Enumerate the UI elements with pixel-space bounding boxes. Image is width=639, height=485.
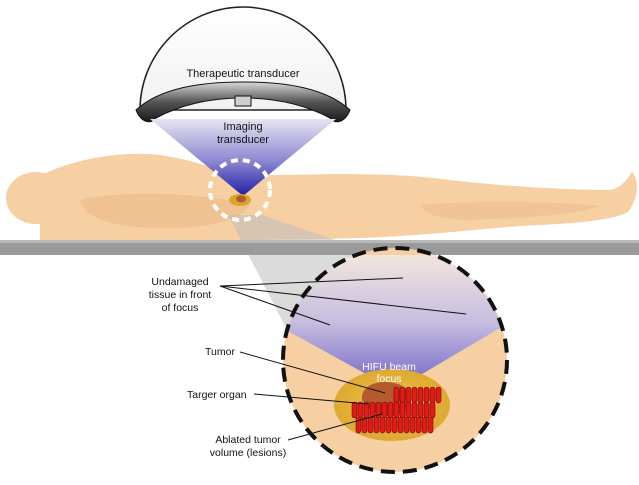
lesion bbox=[415, 416, 422, 434]
lesion bbox=[423, 401, 430, 419]
patient-leg bbox=[420, 202, 600, 220]
magnified-inset bbox=[281, 246, 509, 474]
lesion bbox=[411, 386, 418, 404]
lesion bbox=[397, 416, 404, 434]
label-therapeutic-transducer: Therapeutic transducer bbox=[186, 68, 299, 80]
lesion bbox=[379, 416, 386, 434]
focus-highlight-circle bbox=[208, 158, 272, 222]
lesion bbox=[435, 386, 442, 404]
label-hifu-1: HIFU beam bbox=[362, 361, 416, 373]
label-tumor: Tumor bbox=[205, 346, 235, 358]
table-edge bbox=[0, 240, 639, 243]
transducer-dome bbox=[139, 6, 347, 111]
patient-arm bbox=[80, 193, 250, 229]
lesion bbox=[417, 401, 424, 419]
label-target-organ: Targer organ bbox=[187, 389, 247, 401]
label-ablated-1: Ablated tumor bbox=[215, 434, 281, 446]
transducer-plate bbox=[135, 81, 351, 123]
label-ablated-2: volume (lesions) bbox=[210, 447, 286, 459]
lesion bbox=[429, 401, 436, 419]
lesion bbox=[399, 401, 406, 419]
label-undamaged-1: Undamaged bbox=[151, 276, 208, 288]
lesion bbox=[399, 386, 406, 404]
label-hifu-2: focus bbox=[376, 373, 401, 385]
lesion bbox=[355, 416, 362, 434]
lesion bbox=[369, 401, 376, 419]
lesion bbox=[367, 416, 374, 434]
label-undamaged-3: of focus bbox=[162, 302, 199, 314]
lesion bbox=[391, 416, 398, 434]
leader-undamaged-2 bbox=[219, 285, 467, 315]
imaging-transducer-probe bbox=[234, 95, 252, 107]
ablated-lesions bbox=[351, 386, 442, 434]
leader-tumor bbox=[239, 351, 386, 394]
lesion bbox=[423, 386, 430, 404]
lesion bbox=[393, 401, 400, 419]
lesion bbox=[363, 401, 370, 419]
lesion bbox=[421, 416, 428, 434]
leader-lesions bbox=[287, 413, 383, 441]
lesion bbox=[417, 386, 424, 404]
lesion bbox=[351, 401, 358, 419]
lesion bbox=[381, 401, 388, 419]
inset-beam bbox=[286, 255, 505, 390]
lesion bbox=[427, 416, 434, 434]
patient-body bbox=[6, 153, 637, 240]
lesion bbox=[361, 416, 368, 434]
label-imaging-transducer-1: Imaging bbox=[223, 121, 262, 133]
inset-dashed-border bbox=[281, 246, 509, 474]
therapeutic-transducer bbox=[135, 6, 351, 123]
lesion bbox=[409, 416, 416, 434]
lesion bbox=[385, 416, 392, 434]
lesion bbox=[373, 416, 380, 434]
label-undamaged-2: tissue in front bbox=[149, 289, 212, 301]
lesion bbox=[405, 386, 412, 404]
lesion bbox=[387, 401, 394, 419]
treatment-table bbox=[0, 240, 639, 255]
leader-organ bbox=[253, 393, 369, 405]
lesion bbox=[393, 386, 400, 404]
body-tumor bbox=[236, 195, 246, 203]
lesion bbox=[357, 401, 364, 419]
lesion bbox=[403, 416, 410, 434]
leader-undamaged-3 bbox=[219, 285, 331, 326]
leader-lines bbox=[219, 277, 467, 441]
lesion bbox=[429, 386, 436, 404]
leader-undamaged-1 bbox=[219, 277, 404, 287]
lesion bbox=[411, 401, 418, 419]
ultrasound-beam bbox=[150, 119, 336, 196]
label-imaging-transducer-2: transducer bbox=[217, 134, 269, 146]
lesion bbox=[405, 401, 412, 419]
